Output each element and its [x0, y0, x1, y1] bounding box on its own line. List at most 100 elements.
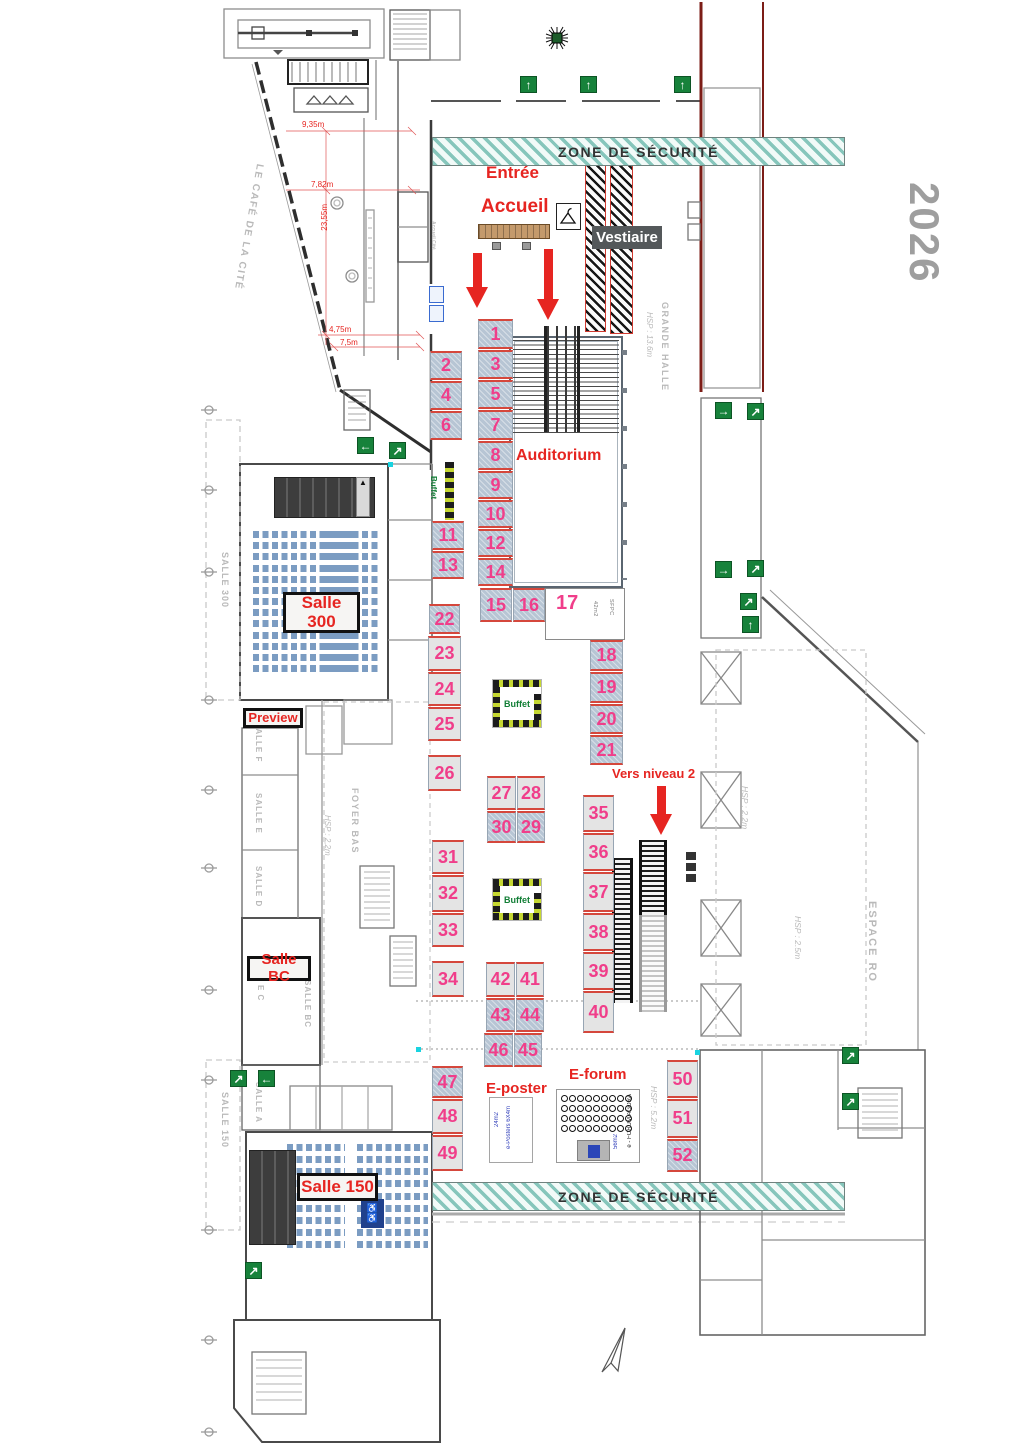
exit-sign-up-icon: ↑ — [674, 76, 691, 93]
booth-14: 14 — [478, 558, 513, 586]
text-dim-935: 9,35m — [302, 120, 325, 129]
chair-icon — [601, 1095, 608, 1102]
seat-row — [357, 1144, 428, 1151]
zone-securite-bottom-label: ZONE DE SÉCURITÉ — [558, 1188, 719, 1205]
vestiaire-label: Vestiaire — [592, 226, 662, 249]
booth-18: 18 — [590, 640, 623, 671]
exit-sign-right-icon: → — [715, 561, 732, 578]
seat-row — [287, 1205, 345, 1212]
seat-row — [324, 542, 378, 549]
hanger-icon — [556, 203, 581, 230]
seat-row — [287, 1241, 345, 1248]
buffet-label: Buffet — [504, 698, 530, 709]
booth-17-area: 42m2 — [592, 601, 598, 617]
text-grande-halle: GRANDE HALLE — [660, 302, 670, 392]
survey-dot — [388, 462, 393, 467]
text-dim-475: 4,75m — [329, 325, 352, 334]
zone-securite-top: ZONE DE SÉCURITÉ — [432, 137, 845, 166]
booth-27: 27 — [487, 776, 516, 810]
seat-row — [357, 1168, 428, 1175]
chair-icon — [577, 1105, 584, 1112]
chair-icon — [569, 1115, 576, 1122]
seat-row — [253, 531, 353, 538]
booth-19: 19 — [590, 672, 623, 703]
text-entree: Entrée — [486, 163, 539, 182]
zone-securite-top-label: ZONE DE SÉCURITÉ — [558, 143, 719, 160]
booth-38: 38 — [583, 913, 614, 951]
booth-24: 24 — [428, 672, 461, 706]
booth-34: 34 — [432, 961, 464, 997]
exit-sign-run-icon: ↗ — [389, 442, 406, 459]
eforum-chairs — [561, 1095, 633, 1135]
exit-sign-run-icon: ↗ — [747, 403, 764, 420]
booth-3: 3 — [478, 350, 513, 379]
text-foyer-bas: FOYER BAS — [350, 788, 360, 855]
text-salle-f: SALLE F — [254, 722, 263, 763]
auditorium-rail-right — [622, 350, 627, 580]
exit-sign-run-icon: ↗ — [230, 1070, 247, 1087]
mini-stand — [429, 305, 444, 322]
booth-16: 16 — [513, 588, 545, 622]
exit-sign-up-icon: ↑ — [742, 616, 759, 633]
booth-9: 9 — [478, 471, 513, 499]
chair-icon — [617, 1125, 624, 1132]
booth-1: 1 — [478, 319, 513, 349]
booth-7: 7 — [478, 410, 513, 440]
booth-48: 48 — [432, 1099, 463, 1134]
booth-36: 36 — [583, 833, 614, 871]
chair-icon — [609, 1115, 616, 1122]
seat-row — [324, 665, 378, 672]
seat-row — [253, 565, 353, 572]
booth-8: 8 — [478, 441, 513, 470]
exit-sign-run-icon: ↗ — [740, 593, 757, 610]
booth-47: 47 — [432, 1066, 463, 1098]
text-salle-bc-v: SALLE BC — [303, 980, 312, 1028]
chair-icon — [625, 1105, 632, 1112]
seat-row — [324, 531, 378, 538]
escalator-niveau2 — [639, 840, 667, 915]
booth-15: 15 — [480, 588, 512, 622]
chair-icon — [617, 1115, 624, 1122]
chair-icon — [569, 1105, 576, 1112]
booth-29: 29 — [517, 811, 545, 843]
text-salle-150-v: SALLE 150 — [220, 1092, 230, 1149]
booth-17-org: SFPC — [608, 599, 614, 616]
stage-salle-150 — [249, 1150, 296, 1245]
seat-row — [287, 1168, 345, 1175]
exit-sign-run-icon: ↗ — [842, 1047, 859, 1064]
text-e-poster: E-poster — [486, 1080, 547, 1097]
booth-5: 5 — [478, 380, 513, 409]
seat-row — [357, 1180, 428, 1187]
booth-39: 39 — [583, 952, 614, 990]
seat-row — [357, 1241, 428, 1248]
booth-26: 26 — [428, 755, 461, 791]
chair-icon — [609, 1105, 616, 1112]
seat-row — [287, 1229, 345, 1236]
booth-25: 25 — [428, 707, 461, 741]
text-hsp-right-25: HSP : 2.5m — [793, 916, 803, 960]
seat-row — [357, 1217, 428, 1224]
booth-4: 4 — [430, 381, 462, 410]
booth-42: 42 — [486, 962, 515, 997]
booth-45: 45 — [514, 1033, 542, 1067]
starburst-icon — [545, 26, 569, 50]
chair-icon — [593, 1115, 600, 1122]
chair-icon — [617, 1105, 624, 1112]
chair-icon — [561, 1125, 568, 1132]
text-hsp-52: HSP : 5.2m — [649, 1086, 659, 1130]
chair-icon — [561, 1095, 568, 1102]
chair-icon — [601, 1115, 608, 1122]
seat-row — [253, 576, 353, 583]
booth-46: 46 — [484, 1033, 513, 1067]
text-hsp-foyer: HSP : 2,2m — [323, 815, 332, 856]
exit-sign-right-icon: → — [715, 402, 732, 419]
chair-icon — [601, 1125, 608, 1132]
booth-44: 44 — [516, 998, 544, 1032]
booth-6: 6 — [430, 411, 462, 440]
chair-icon — [569, 1125, 576, 1132]
chair-icon — [561, 1105, 568, 1112]
booth-31: 31 — [432, 840, 464, 874]
